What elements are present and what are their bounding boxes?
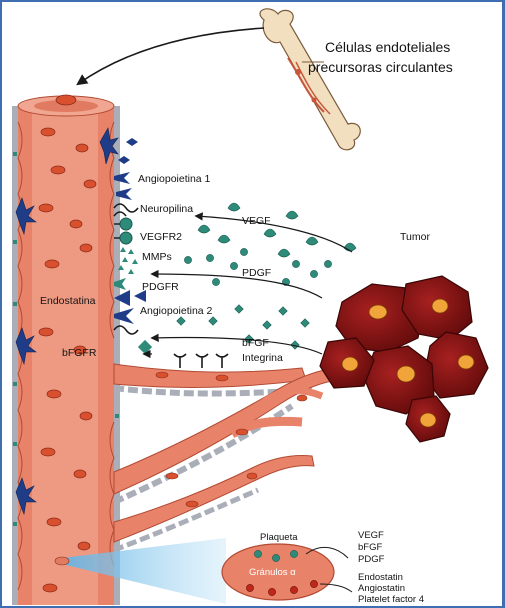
bone-illustration: [260, 9, 360, 150]
label-mmps: MMPs: [142, 251, 172, 263]
label-vegfr2: VEGFR2: [140, 231, 182, 243]
label-angiopoietin2: Angiopoietina 2: [140, 305, 213, 317]
label-factor-endostatin: Endostatin: [358, 572, 403, 583]
label-precursor-cells-line2: precursoras circulantes: [308, 59, 453, 75]
label-bfgfr: bFGFR: [62, 347, 97, 359]
label-neuropilin: Neuropilina: [140, 203, 193, 215]
label-pdgfr: PDGFR: [142, 281, 179, 293]
label-factor-platelet-factor-4: Platelet factor 4: [358, 594, 424, 605]
label-tumor: Tumor: [400, 231, 430, 243]
label-pdgf: PDGF: [242, 267, 271, 279]
label-endostatin: Endostatina: [40, 295, 96, 307]
label-factor-vegf: VEGF: [358, 530, 384, 541]
label-granules: Gránulos α: [249, 567, 296, 578]
label-factor-angiostatin: Angiostatin: [358, 583, 405, 594]
label-integrin: Integrina: [242, 352, 283, 364]
label-platelet: Plaqueta: [260, 532, 298, 543]
tumor-cells: [320, 276, 488, 442]
label-precursor-cells-line1: Células endoteliales: [325, 39, 450, 55]
label-factor-pdgf: PDGF: [358, 554, 385, 565]
label-factor-bfgf: bFGF: [358, 542, 382, 553]
vessel-branches: [114, 364, 364, 550]
bone-to-vessel-arrow: [78, 28, 264, 84]
label-angiopoietin1: Angiopoietina 1: [138, 173, 211, 185]
label-vegf: VEGF: [242, 215, 271, 227]
label-bfgf: bFGF: [242, 337, 269, 349]
